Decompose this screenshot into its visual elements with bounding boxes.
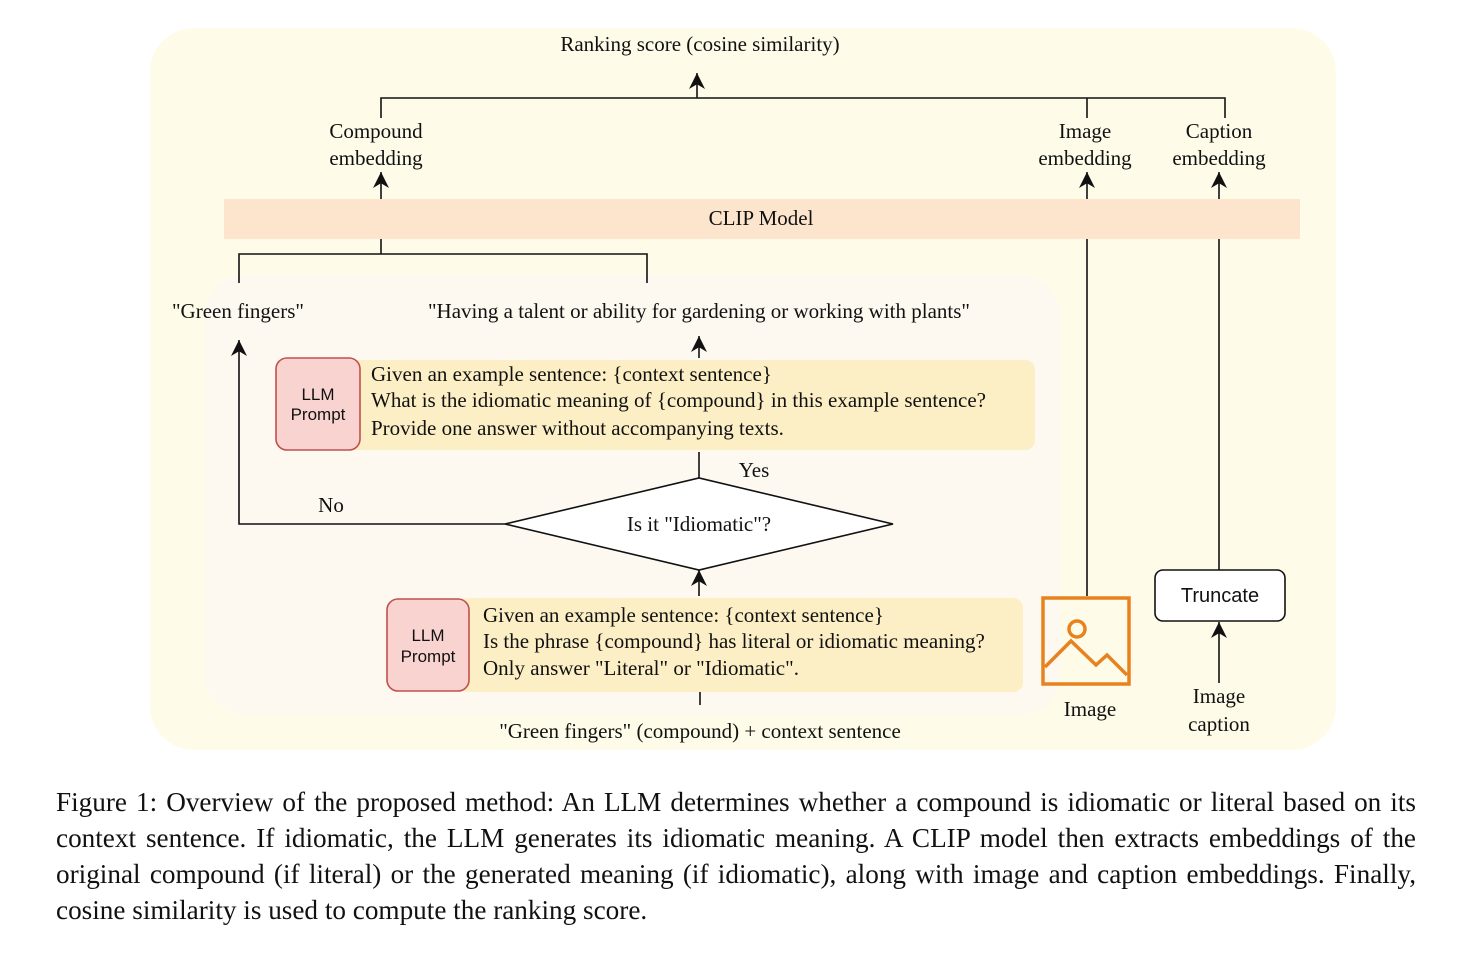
bottom-prompt-line-1: Given an example sentence: {context sent… [483, 603, 884, 627]
bottom-llm-tag-line1: LLM [411, 626, 444, 645]
image-caption-lines [1086, 239, 1220, 596]
green-fingers-label: "Green fingers" [172, 299, 304, 323]
flow-arrows [231, 336, 707, 705]
image-placeholder-icon [1041, 596, 1131, 686]
bottom-prompt-line-3: Only answer "Literal" or "Idiomatic". [483, 656, 799, 680]
compound-embedding-label-line2: embedding [329, 146, 423, 170]
yes-label: Yes [739, 458, 770, 482]
top-prompt-line-1: Given an example sentence: {context sent… [371, 362, 772, 386]
clip-model-label: CLIP Model [709, 206, 814, 230]
bottom-prompt-box [458, 598, 1023, 692]
compound-embedding-label-line1: Compound [329, 119, 423, 143]
top-llm-tag [275, 357, 361, 451]
bottom-llm-tag [386, 598, 470, 692]
bottom-prompt-line-2: Is the phrase {compound} has literal or … [483, 629, 985, 653]
ranking-score-label: Ranking score (cosine similarity) [560, 32, 839, 56]
image-caption-label-line1: Image [1193, 684, 1245, 708]
truncate-box [1154, 569, 1286, 622]
figure-caption: Figure 1: Overview of the proposed metho… [56, 787, 1416, 925]
clip-model-bar [224, 199, 1300, 239]
caption-embedding-label-line2: embedding [1172, 146, 1266, 170]
idiomatic-meaning-label: "Having a talent or ability for gardenin… [428, 299, 970, 323]
caption-embedding-label-line1: Caption [1186, 119, 1253, 143]
decision-label: Is it "Idiomatic"? [627, 512, 771, 536]
decision-diamond [504, 477, 894, 571]
image-caption-label-line2: caption [1188, 712, 1250, 736]
top-prompt-box [345, 360, 1035, 450]
image-embedding-label-line2: embedding [1038, 146, 1132, 170]
clip-input-bracket [238, 239, 648, 283]
no-label: No [318, 493, 344, 517]
method-diagram: Ranking score (cosine similarity) Compou… [150, 28, 1336, 750]
top-prompt-line-2: What is the idiomatic meaning of {compou… [371, 388, 986, 412]
image-embedding-label-line1: Image [1059, 119, 1111, 143]
top-llm-tag-line1: LLM [301, 385, 334, 404]
top-prompt-line-3: Provide one answer without accompanying … [371, 416, 784, 440]
top-llm-tag-line2: Prompt [291, 405, 346, 424]
score-bracket [380, 73, 1226, 118]
input-label: "Green fingers" (compound) + context sen… [499, 719, 901, 743]
clip-output-arrows [373, 172, 1227, 199]
image-label: Image [1064, 697, 1116, 721]
truncate-label: Truncate [1181, 585, 1259, 607]
bottom-llm-tag-line2: Prompt [401, 647, 456, 666]
